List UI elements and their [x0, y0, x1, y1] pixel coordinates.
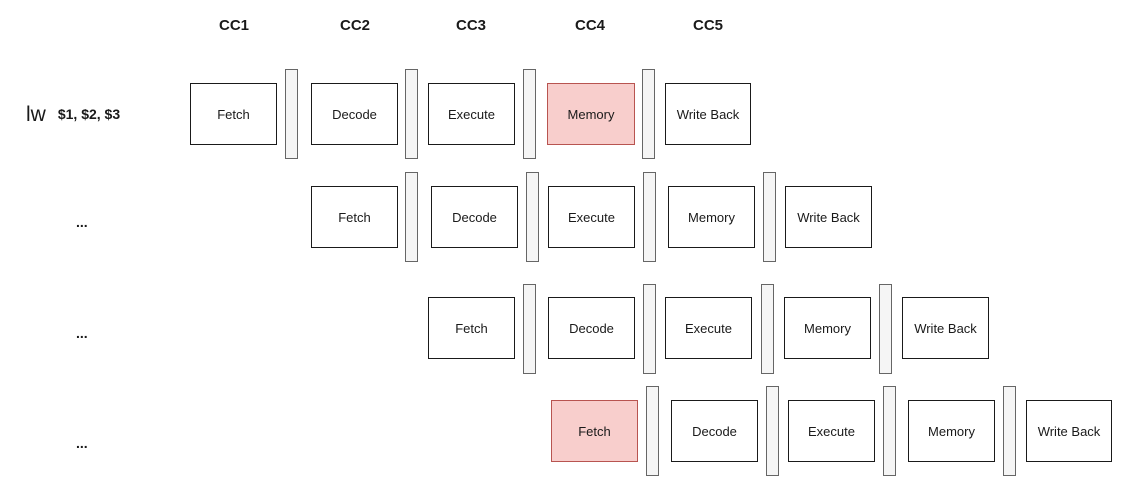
stage-memory-row2: Memory — [668, 186, 755, 248]
pipeline-register-row4-3 — [883, 386, 896, 476]
instruction-mnemonic: lw — [26, 103, 46, 126]
stage-execute-row3: Execute — [665, 297, 752, 359]
instruction-operands: $1, $2, $3 — [57, 106, 121, 122]
pipeline-register-row4-1 — [646, 386, 659, 476]
pipeline-register-row3-3 — [761, 284, 774, 374]
stage-fetch-row4: Fetch — [551, 400, 638, 462]
pipeline-register-row1-3 — [523, 69, 536, 159]
cycle-label-cc5: CC5 — [692, 17, 723, 34]
stage-decode-row4: Decode — [671, 400, 758, 462]
pipeline-register-row3-2 — [643, 284, 656, 374]
stage-decode-row3: Decode — [548, 297, 635, 359]
stage-memory-row3: Memory — [784, 297, 871, 359]
stage-fetch-row3: Fetch — [428, 297, 515, 359]
instruction-label-row4: ... — [76, 435, 88, 451]
stage-execute-row4: Execute — [788, 400, 875, 462]
cycle-label-cc4: CC4 — [574, 17, 605, 34]
pipeline-register-row2-4 — [763, 172, 776, 262]
cycle-label-cc1: CC1 — [218, 17, 249, 34]
pipeline-register-row3-1 — [523, 284, 536, 374]
stage-write-back-row4: Write Back — [1026, 400, 1112, 462]
stage-decode-row1: Decode — [311, 83, 398, 145]
stage-execute-row2: Execute — [548, 186, 635, 248]
stage-fetch-row1: Fetch — [190, 83, 277, 145]
stage-memory-row4: Memory — [908, 400, 995, 462]
pipeline-register-row1-1 — [285, 69, 298, 159]
cycle-label-cc2: CC2 — [339, 17, 370, 34]
stage-write-back-row3: Write Back — [902, 297, 989, 359]
pipeline-register-row4-4 — [1003, 386, 1016, 476]
instruction-label-row2: ... — [76, 214, 88, 230]
stage-write-back-row1: Write Back — [665, 83, 751, 145]
pipeline-register-row3-4 — [879, 284, 892, 374]
stage-write-back-row2: Write Back — [785, 186, 872, 248]
stage-execute-row1: Execute — [428, 83, 515, 145]
pipeline-register-row2-2 — [526, 172, 539, 262]
pipeline-register-row1-4 — [642, 69, 655, 159]
pipeline-register-row4-2 — [766, 386, 779, 476]
stage-memory-row1: Memory — [547, 83, 635, 145]
pipeline-register-row2-1 — [405, 172, 418, 262]
pipeline-register-row2-3 — [643, 172, 656, 262]
stage-decode-row2: Decode — [431, 186, 518, 248]
instruction-label-row1: lw $1, $2, $3 — [26, 104, 120, 125]
pipeline-register-row1-2 — [405, 69, 418, 159]
stage-fetch-row2: Fetch — [311, 186, 398, 248]
instruction-label-row3: ... — [76, 325, 88, 341]
cycle-label-cc3: CC3 — [455, 17, 486, 34]
